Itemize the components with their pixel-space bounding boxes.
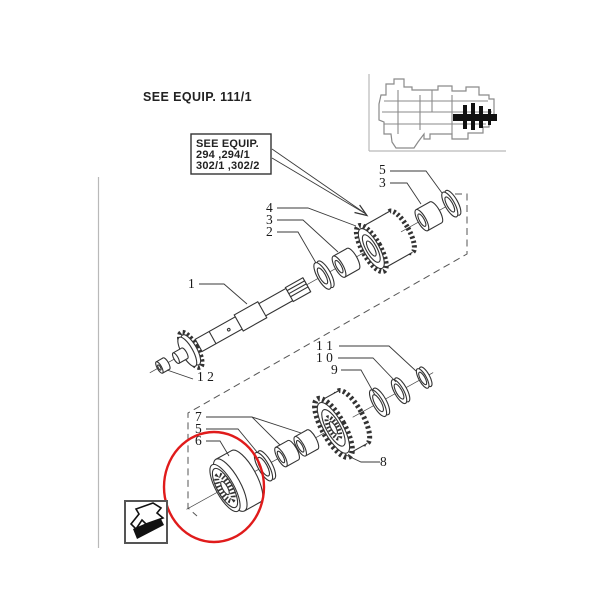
gearbox-outline-icon (378, 78, 495, 149)
callout-9[interactable]: 9 (331, 362, 338, 377)
bushing-7b (293, 429, 320, 457)
callout-5-low[interactable]: 5 (195, 421, 202, 436)
note-arrow-line2 (271, 157, 367, 215)
callout-3-top[interactable]: 3 (379, 175, 386, 190)
callout-2[interactable]: 2 (266, 224, 273, 239)
highlight-circle (162, 430, 266, 544)
shaft-pinion-gear (171, 329, 205, 370)
upper-shaft-assembly (149, 189, 462, 374)
callout-1[interactable]: 1 (188, 276, 195, 291)
washer-9 (368, 387, 391, 418)
callout-8[interactable]: 8 (380, 454, 387, 469)
callout-labels: 5 3 4 3 2 1 1 2 1 1 1 0 9 7 5 6 8 (188, 162, 387, 469)
note-arrowhead-icon (354, 204, 369, 217)
nut-12 (155, 357, 171, 374)
callout-11[interactable]: 1 1 (316, 338, 333, 353)
callout-6[interactable]: 6 (195, 433, 202, 448)
lower-gear-assembly (186, 366, 434, 513)
page-reference-text: SEE EQUIP. 111/1 (143, 90, 252, 104)
bushing-3-mid (331, 247, 361, 278)
leader-lines (166, 170, 443, 463)
note-box-line2: 294 ,294/1 (196, 149, 250, 161)
gear-8 (312, 388, 373, 460)
washer-10 (390, 377, 411, 405)
continuation-arrow-button[interactable] (124, 500, 168, 544)
sliding-sleeve-6 (209, 449, 264, 513)
gearbox-internal-lines (382, 90, 492, 134)
note-box (190, 133, 272, 175)
bushing-3-upper (414, 201, 444, 232)
washer-11 (415, 366, 433, 389)
cluster-gear-4 (353, 208, 417, 275)
callout-3-mid[interactable]: 3 (266, 212, 273, 227)
callout-7[interactable]: 7 (195, 409, 202, 424)
synchro-ring-5 (253, 450, 277, 482)
corner-return-arrow-icon (129, 502, 165, 531)
ring-5 (441, 189, 462, 218)
highlighted-shaft-icon (453, 103, 497, 130)
callout-5-top[interactable]: 5 (379, 162, 386, 177)
see-equip-note: SEE EQUIP. 294 ,294/1 302/1 ,302/2 (190, 133, 369, 217)
shaft-1 (194, 277, 312, 353)
transmission-inset (368, 74, 506, 152)
callout-12[interactable]: 1 2 (197, 369, 214, 384)
note-arrow-line (271, 148, 367, 215)
bushing-7a (274, 439, 301, 468)
callout-4[interactable]: 4 (266, 200, 273, 215)
axis-chain-line (187, 193, 468, 517)
callout-10[interactable]: 1 0 (316, 350, 333, 365)
thrust-washer-2 (313, 260, 335, 290)
note-box-line1: SEE EQUIP. (196, 138, 259, 150)
note-box-line3: 302/1 ,302/2 (196, 160, 260, 172)
arrow-shadow-shape (133, 517, 164, 539)
